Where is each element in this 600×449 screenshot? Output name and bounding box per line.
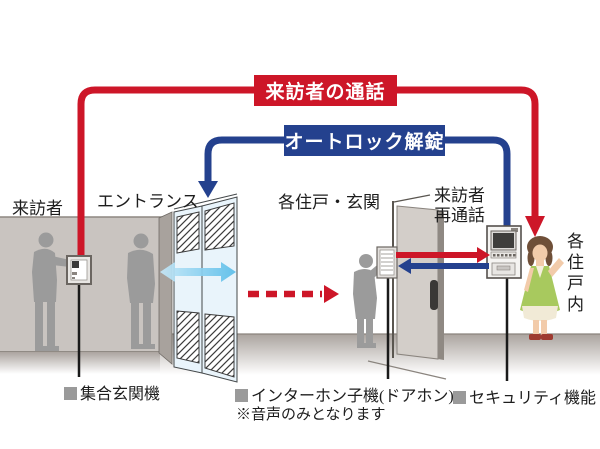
visitor-call-banner: 来訪者の通話 bbox=[254, 75, 397, 106]
visitor-call-flow-arrow bbox=[77, 86, 545, 257]
visitor-recall-line2: 再通話 bbox=[434, 206, 485, 226]
visitor-recall-line1: 来訪者 bbox=[434, 186, 485, 205]
unit-entrance-label: 各住戸・玄関 bbox=[278, 193, 380, 212]
visitor-label: 来訪者 bbox=[12, 199, 63, 218]
recall-blue-arrow bbox=[398, 258, 489, 274]
autolock-release-banner: オートロック解錠 bbox=[284, 125, 445, 156]
legend-doorphone: インターホン子機(ドアホン) bbox=[235, 382, 454, 406]
legend-doorphone-label: インターホン子機(ドアホン) bbox=[251, 388, 454, 405]
slide-direction-arrow-icon bbox=[160, 262, 236, 282]
autolock-flow-arrow bbox=[198, 136, 511, 227]
legend-square-icon bbox=[235, 389, 248, 402]
entrance-label: エントランス bbox=[97, 192, 199, 211]
recall-red-arrow bbox=[396, 247, 490, 263]
visitor-path-dashed-arrow bbox=[248, 285, 339, 303]
entrance-station-device bbox=[66, 255, 92, 285]
door-handle bbox=[430, 280, 438, 310]
visitor-recall-label: 来訪者 再通話 bbox=[434, 186, 485, 226]
wall-edge-pillar bbox=[158, 211, 173, 365]
waiting-visitor-silhouette bbox=[127, 233, 155, 349]
visitor-silhouette bbox=[32, 232, 70, 351]
legend-entrance-station-label: 集合玄関機 bbox=[80, 386, 161, 403]
resident-woman bbox=[520, 236, 564, 340]
unit-door bbox=[367, 194, 447, 380]
doorphone-note: ※音声のみとなります bbox=[236, 407, 386, 423]
legend-security: セキュリティ機能 bbox=[453, 384, 596, 408]
legend-square-icon bbox=[453, 391, 466, 404]
legend-connector-lines bbox=[77, 276, 509, 381]
doorphone-device bbox=[376, 246, 398, 279]
legend-square-icon bbox=[64, 387, 77, 400]
legend-entrance-station: 集合玄関機 bbox=[64, 380, 160, 404]
security-panel-device bbox=[486, 225, 522, 279]
legend-security-label: セキュリティ機能 bbox=[469, 390, 597, 407]
inside-unit-label: 各住戸内 bbox=[564, 232, 583, 316]
entrance-sliding-door bbox=[160, 193, 238, 383]
